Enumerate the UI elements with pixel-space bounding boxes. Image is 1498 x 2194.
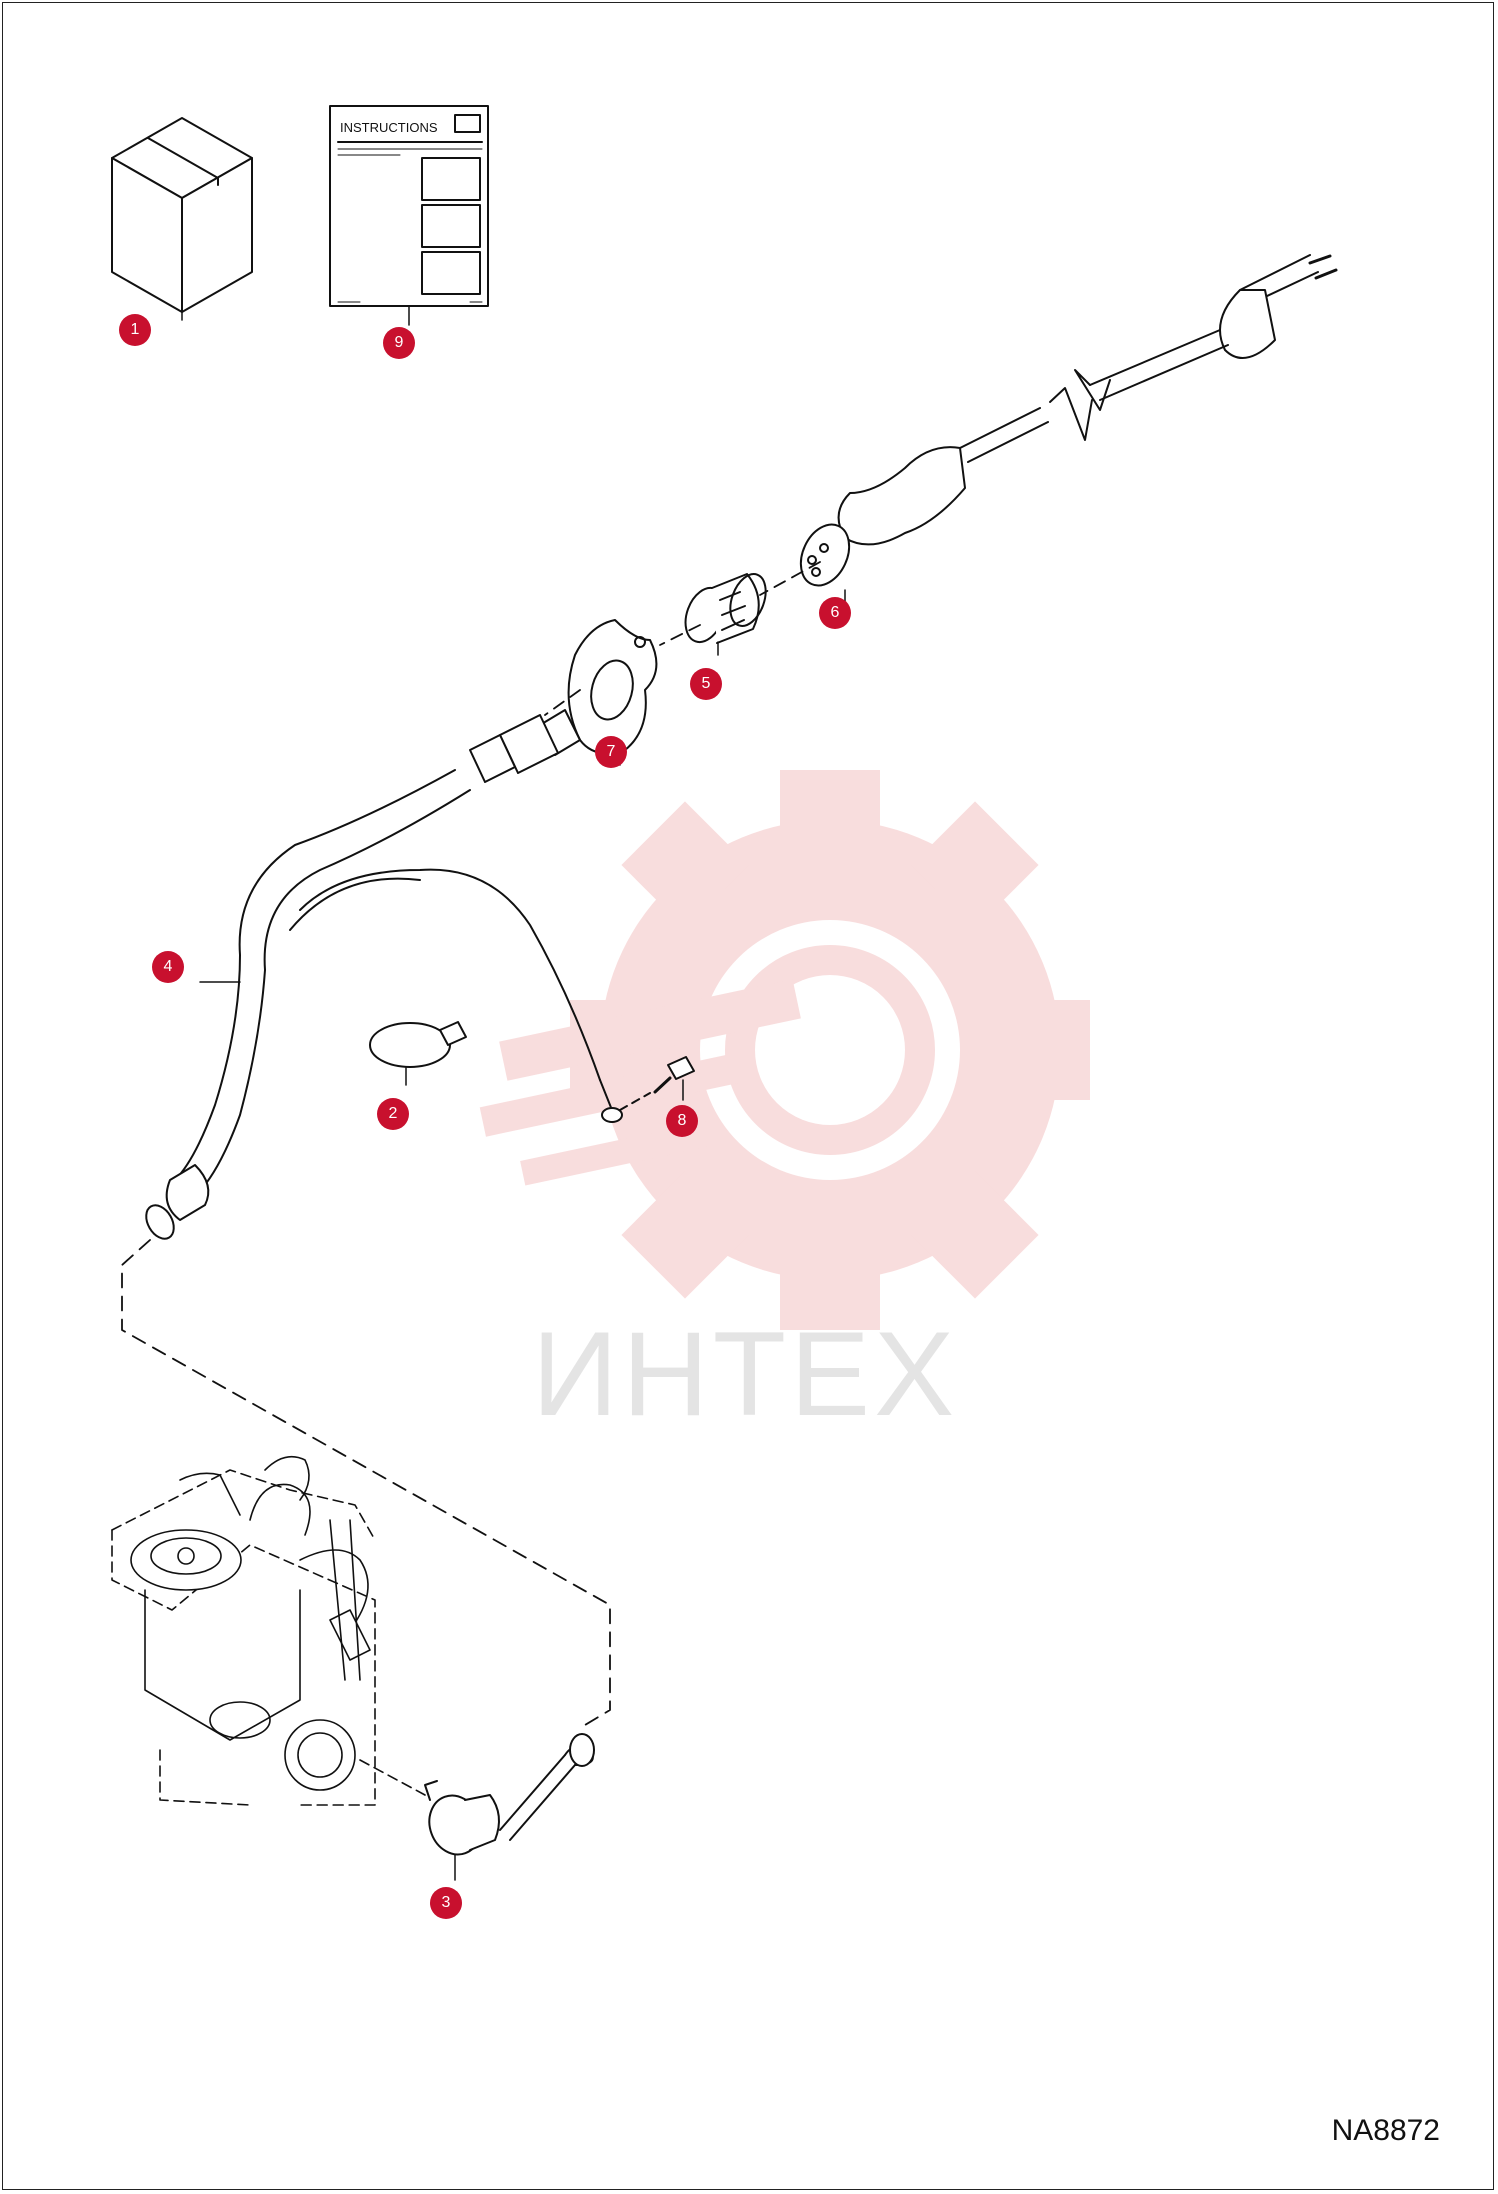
callout-badge-4: 4 bbox=[152, 951, 184, 983]
callout-badge-2: 2 bbox=[377, 1098, 409, 1130]
watermark-text: ИНТЕХ bbox=[532, 1307, 958, 1441]
callout-badge-8: 8 bbox=[666, 1105, 698, 1137]
callout-badge-5: 5 bbox=[690, 668, 722, 700]
assembly-line-top bbox=[544, 561, 821, 716]
callout-badge-3: 3 bbox=[430, 1887, 462, 1919]
drawing-code: NA8872 bbox=[1331, 2114, 1440, 2147]
part-1-kit-box bbox=[111, 117, 253, 321]
callout-badge-7: 7 bbox=[595, 736, 627, 768]
callout-badge-1: 1 bbox=[119, 314, 151, 346]
part-8-screw bbox=[619, 1056, 695, 1111]
part-3-block-heater bbox=[424, 1733, 595, 1881]
part-4-cable-harness bbox=[145, 709, 623, 1240]
watermark-logo bbox=[479, 770, 1090, 1330]
part-9-instruction-sheet bbox=[329, 105, 489, 326]
part-2-cable-tie bbox=[369, 1021, 467, 1086]
callout-badge-9: 9 bbox=[383, 327, 415, 359]
part-5-bushing bbox=[684, 573, 767, 656]
assembly-line-engine bbox=[121, 1239, 611, 1726]
part-6-power-cord bbox=[799, 254, 1338, 606]
engine-block-illustration bbox=[111, 1455, 426, 1806]
instructions-title: INSTRUCTIONS bbox=[340, 120, 438, 135]
callout-badge-6: 6 bbox=[819, 597, 851, 629]
